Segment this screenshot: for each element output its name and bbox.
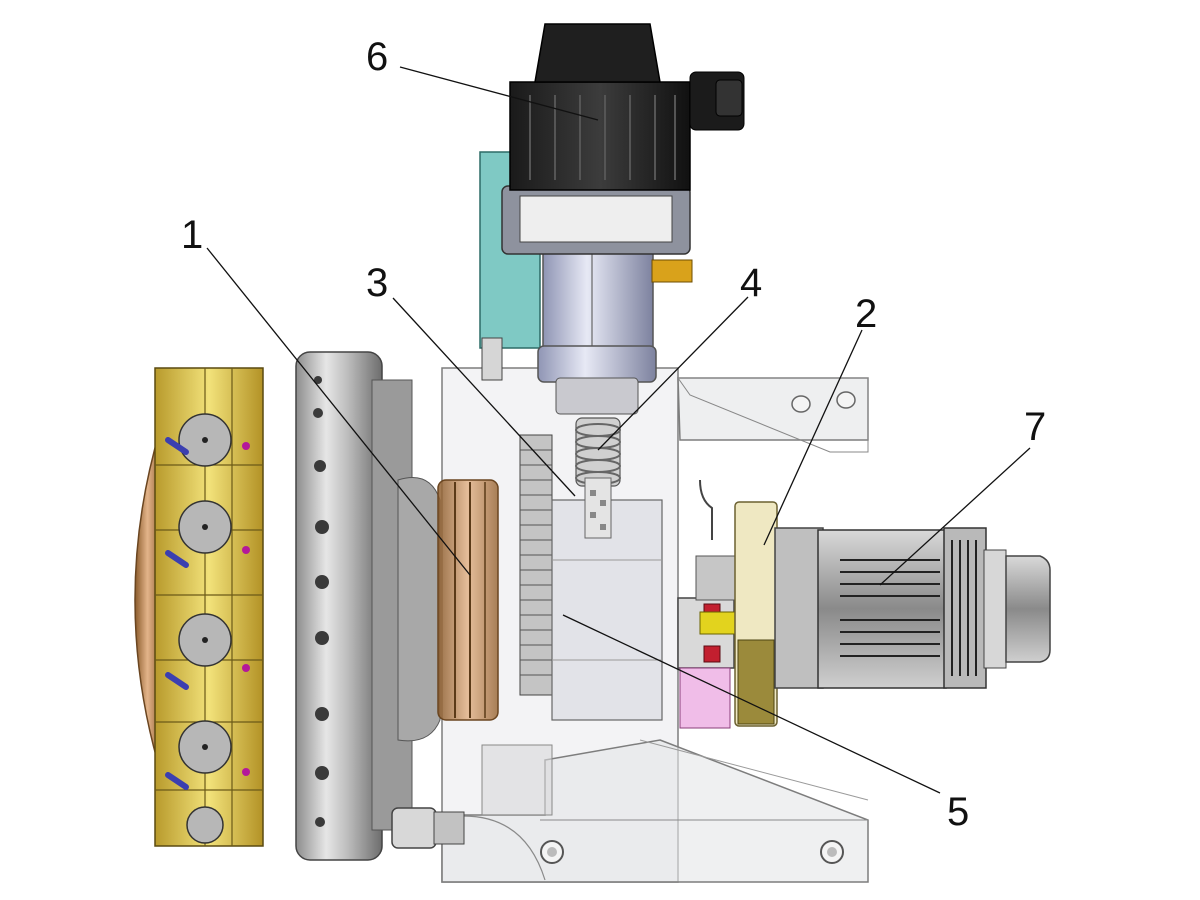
leader-lines xyxy=(206,66,1031,794)
rear-plate xyxy=(397,477,499,742)
callout-label-4: 4 xyxy=(740,261,762,305)
leader-line-3 xyxy=(392,297,576,497)
leader-line-1 xyxy=(206,247,471,576)
leader-line-6 xyxy=(399,66,599,121)
hydraulic-fitting xyxy=(391,807,465,849)
callout-label-3: 3 xyxy=(366,261,388,305)
leader-line-7 xyxy=(879,447,1031,586)
gear-ring xyxy=(519,434,553,696)
clamp-bracket xyxy=(677,479,778,729)
callout-label-7: 7 xyxy=(1024,405,1046,449)
callout-label-5: 5 xyxy=(947,790,969,834)
horizontal-servo-motor xyxy=(774,527,1051,689)
callout-labels: 1 2 3 4 5 6 7 xyxy=(181,35,1046,834)
callout-label-6: 6 xyxy=(366,35,388,79)
callout-label-1: 1 xyxy=(181,213,203,257)
face-flange xyxy=(295,351,413,861)
worm-screw xyxy=(575,417,621,539)
leader-line-4 xyxy=(597,296,749,451)
leader-line-5 xyxy=(562,614,941,794)
callout-label-2: 2 xyxy=(855,292,877,336)
turret-disk xyxy=(134,367,264,847)
leader-line-2 xyxy=(763,329,863,546)
vertical-servo-motor xyxy=(479,23,745,415)
